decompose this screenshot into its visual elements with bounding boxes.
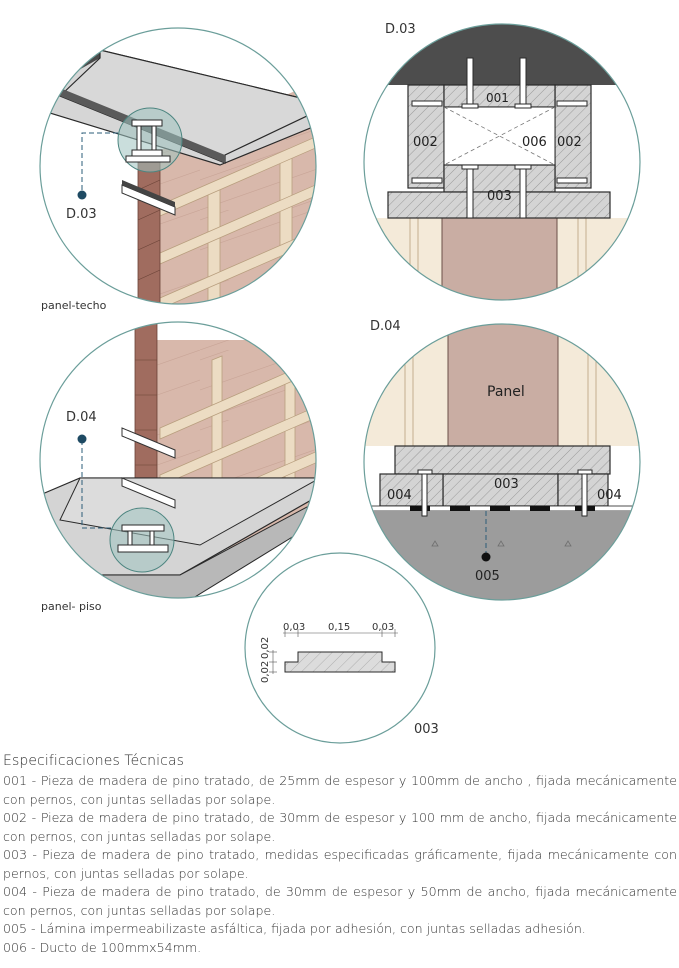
spec-item-002: 002 - Pieza de madera de pino tratado, d… xyxy=(3,810,677,844)
panel-techo-axonometric: D.03 panel-techo xyxy=(39,27,317,312)
part-005-label: 005 xyxy=(475,569,500,584)
technical-specifications: Especificaciones Técnicas 001 - Pieza de… xyxy=(3,751,677,957)
d04-marker-label: D.04 xyxy=(66,410,97,425)
panel-techo-label: panel-techo xyxy=(41,299,107,312)
dimension-center: 0,15 xyxy=(328,622,350,633)
part-006-label: 006 xyxy=(522,135,547,150)
part-002-left-label: 002 xyxy=(413,135,438,150)
d03-title-label: D.03 xyxy=(385,22,416,37)
spec-item-005: 005 - Lámina impermeabilizaste asfáltica… xyxy=(3,921,586,936)
dimension-right: 0,03 xyxy=(372,622,394,633)
panel-piso-label: panel- piso xyxy=(41,600,102,613)
part-001-label: 001 xyxy=(486,91,509,105)
detail-d03-section: D.03 001 002 006 002 003 xyxy=(363,22,641,301)
dimension-vertical-top: 0,02 xyxy=(260,637,271,659)
construction-detail-drawing: D.03 panel-techo xyxy=(39,22,641,744)
spec-item-003: 003 - Pieza de madera de pino tratado, m… xyxy=(3,847,677,881)
spec-item-001: 001 - Pieza de madera de pino tratado, d… xyxy=(3,773,677,807)
panel-piso-axonometric: D.04 panel- piso xyxy=(39,321,317,613)
specs-title: Especificaciones Técnicas xyxy=(3,753,185,769)
d03-marker-label: D.03 xyxy=(66,207,97,222)
part-002-right-label: 002 xyxy=(557,135,582,150)
detail-003-profile: 0,03 0,15 0,03 0,02 0,02 003 xyxy=(244,552,439,744)
part-004-left-label: 004 xyxy=(387,488,412,503)
panel-label: Panel xyxy=(487,384,525,400)
spec-item-006: 006 - Ducto de 100mmx54mm. xyxy=(3,939,202,955)
part-003-top-label: 003 xyxy=(487,189,512,204)
dimension-left: 0,03 xyxy=(283,622,305,633)
detail-d04-section: D.04 Panel 003 004 004 005 xyxy=(363,319,641,601)
dimension-vertical-bottom: 0,02 xyxy=(260,661,271,683)
spec-item-004: 004 - Pieza de madera de pino tratado, d… xyxy=(3,884,677,918)
part-004-right-label: 004 xyxy=(597,488,622,503)
d04-title-label: D.04 xyxy=(370,319,401,334)
part-003-bottom-label: 003 xyxy=(494,477,519,492)
detail-003-label: 003 xyxy=(414,722,439,737)
